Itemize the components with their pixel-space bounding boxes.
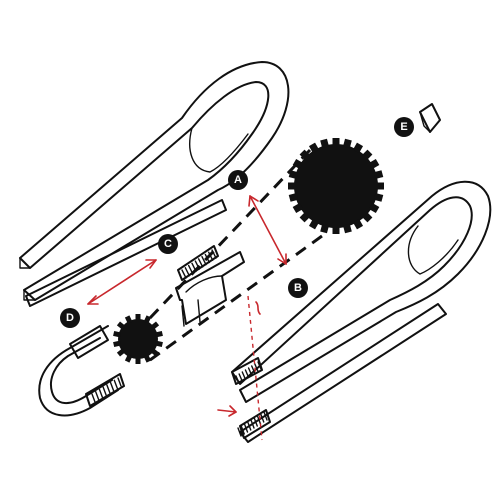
grip-ridge bbox=[240, 425, 245, 435]
sprocket-tooth bbox=[332, 226, 340, 234]
sprocket-tooth bbox=[150, 321, 160, 330]
sprocket-tooth bbox=[342, 138, 352, 149]
grip-ridge bbox=[109, 381, 115, 392]
sprocket-tooth bbox=[154, 340, 163, 348]
sprocket-tooth bbox=[288, 182, 296, 190]
grip-ridge bbox=[207, 251, 214, 261]
clip-part bbox=[419, 103, 441, 133]
grip-ridge bbox=[250, 419, 255, 429]
grip-ridge bbox=[181, 269, 187, 279]
small-sprocket bbox=[113, 314, 163, 364]
label-b: B bbox=[294, 282, 302, 294]
grip-ridge bbox=[204, 253, 211, 264]
grip-ridge bbox=[91, 393, 96, 403]
sprocket-tooth bbox=[135, 357, 141, 364]
grip-ridge bbox=[98, 388, 104, 399]
label-a-badge: A bbox=[228, 170, 248, 190]
grip-ridge bbox=[253, 417, 258, 427]
sprocket-tooth bbox=[288, 192, 299, 202]
sprocket-tooth bbox=[124, 315, 133, 324]
sprocket-tooth bbox=[135, 314, 141, 321]
sprocket-tooth bbox=[154, 330, 163, 338]
grip-ridge bbox=[243, 423, 249, 433]
grip-ridge bbox=[260, 413, 265, 423]
large-sprocket bbox=[288, 138, 384, 234]
lower-chain-guard-cover bbox=[231, 180, 492, 443]
grip-ridge bbox=[95, 391, 100, 401]
grip-ridge bbox=[184, 267, 191, 277]
grip-ridge bbox=[241, 371, 246, 380]
grip-ridge bbox=[244, 369, 250, 378]
label-e-badge: E bbox=[394, 117, 414, 137]
sprocket-tooth bbox=[308, 218, 320, 230]
grip-ridge bbox=[194, 260, 201, 270]
grip-ridge bbox=[187, 264, 194, 275]
sprocket-tooth bbox=[124, 354, 133, 363]
center-bracket bbox=[175, 245, 245, 327]
chain-path-lines bbox=[148, 148, 323, 362]
sprocket-tooth bbox=[116, 348, 126, 357]
grip-ridge bbox=[251, 365, 256, 374]
grip-ridge bbox=[247, 367, 253, 376]
sprocket-tooth bbox=[342, 223, 352, 234]
grip-ridge bbox=[247, 421, 252, 431]
label-c: C bbox=[164, 238, 172, 250]
grip-ridge bbox=[263, 411, 268, 421]
grip-ridge bbox=[256, 415, 262, 425]
sprocket-tooth bbox=[361, 211, 373, 223]
label-b-badge: B bbox=[288, 278, 308, 298]
grip-ridge bbox=[237, 427, 242, 437]
grip-ridge bbox=[238, 373, 243, 382]
upper-chain-guard-cover bbox=[19, 61, 290, 301]
grip-ridge bbox=[191, 262, 197, 273]
grip-ridge bbox=[117, 377, 122, 387]
dimension-arrows bbox=[87, 195, 287, 441]
sprocket-tooth bbox=[368, 202, 380, 214]
grip-ridge bbox=[106, 384, 111, 394]
lower-guard-rail bbox=[25, 199, 227, 307]
sprocket-tooth bbox=[292, 202, 304, 214]
sprocket-tooth bbox=[143, 354, 152, 363]
sprocket-tooth bbox=[299, 211, 311, 223]
sprocket-tooth bbox=[361, 149, 373, 161]
sprocket-tooth bbox=[143, 315, 152, 324]
grip-ridge bbox=[211, 249, 217, 259]
sprocket-tooth bbox=[368, 158, 380, 170]
grip-ridge bbox=[113, 379, 118, 389]
grip-ridge bbox=[197, 258, 204, 268]
sprocket-tooth bbox=[308, 142, 320, 154]
sprocket-tooth bbox=[373, 170, 384, 180]
label-e: E bbox=[400, 121, 407, 133]
sprocket-tooth bbox=[352, 142, 364, 154]
label-a: A bbox=[234, 174, 242, 186]
rear-guard-end bbox=[38, 325, 125, 417]
sprocket-tooth bbox=[320, 138, 330, 149]
grip-ridge bbox=[235, 375, 240, 384]
label-c-badge: C bbox=[158, 234, 178, 254]
grip-ridge bbox=[102, 386, 107, 396]
sprocket-tooth bbox=[288, 170, 299, 180]
label-d-badge: D bbox=[60, 308, 80, 328]
grip-ridge bbox=[254, 363, 259, 372]
sprocket-tooth bbox=[113, 340, 122, 348]
sprocket-tooth bbox=[376, 182, 384, 190]
grip-ridge bbox=[201, 255, 207, 266]
grip-ridge bbox=[257, 361, 262, 370]
sprocket-tooth bbox=[116, 321, 126, 330]
sprocket-tooth bbox=[373, 192, 384, 202]
label-d: D bbox=[66, 312, 74, 324]
sprocket-tooth bbox=[352, 218, 364, 230]
sprocket-tooth bbox=[113, 330, 122, 338]
sprocket-tooth bbox=[320, 223, 330, 234]
sprocket-tooth bbox=[332, 138, 340, 146]
